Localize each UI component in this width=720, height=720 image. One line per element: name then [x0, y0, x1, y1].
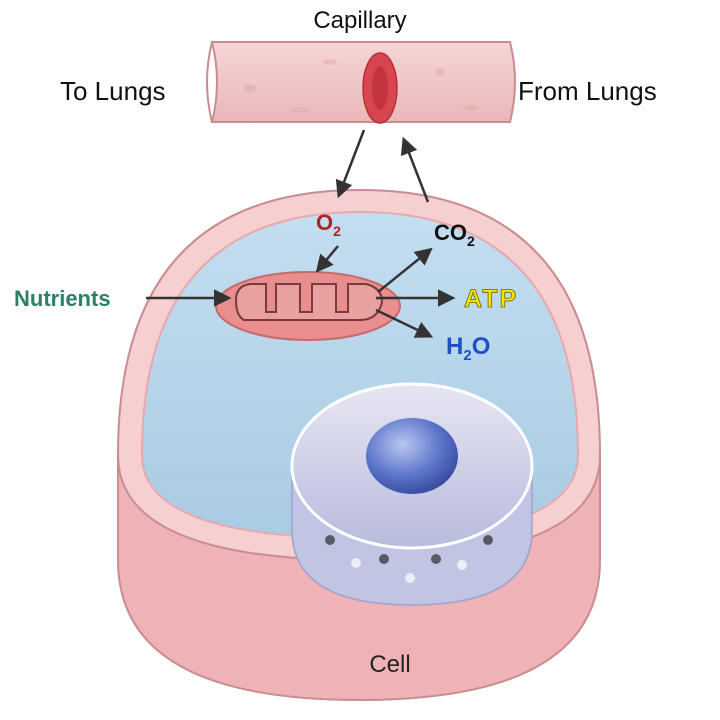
cell-label: Cell [369, 651, 410, 678]
nuclear-pore [351, 558, 361, 568]
arrow [315, 245, 339, 273]
red-blood-cell-center [372, 66, 388, 110]
h2o-h: H [446, 333, 463, 360]
nuclear-pore [483, 535, 493, 545]
atp-label: ATP [464, 285, 518, 313]
mitochondrion [215, 271, 401, 341]
capillary-texture [244, 84, 256, 92]
arrow [335, 129, 366, 199]
co2-main: CO [434, 220, 467, 245]
o2-label: O2 [316, 210, 341, 239]
nutrients-label: Nutrients [14, 286, 111, 311]
capillary-texture [323, 59, 337, 65]
nuclear-pore [431, 554, 441, 564]
capillary-label: Capillary [313, 7, 406, 34]
from-lungs-label: From Lungs [518, 76, 657, 106]
nuclear-pore [457, 560, 467, 570]
nuclear-pore [325, 535, 335, 545]
mitochondrion-cristae [234, 283, 384, 321]
capillary-texture [462, 105, 478, 111]
nuclear-pore [379, 554, 389, 564]
arrow [377, 247, 433, 293]
capillary-texture [434, 68, 446, 76]
arrows [146, 129, 456, 338]
o2-subscript: 2 [333, 223, 341, 239]
capillary-vessel [206, 41, 516, 124]
nucleolus [366, 418, 458, 494]
capillary-left-opening [206, 41, 213, 123]
h2o-o: O [472, 333, 491, 360]
arrow [400, 136, 430, 203]
h2o-subscript: 2 [463, 347, 471, 364]
arrow [375, 308, 434, 338]
nuclear-pore [405, 573, 415, 583]
co2-subscript: 2 [467, 233, 475, 249]
o2-main: O [316, 210, 333, 235]
nucleus [290, 382, 534, 606]
h2o-label: H2O [446, 333, 490, 364]
co2-label: CO2 [434, 220, 475, 249]
capillary-texture [292, 107, 308, 113]
to-lungs-label: To Lungs [60, 76, 166, 106]
